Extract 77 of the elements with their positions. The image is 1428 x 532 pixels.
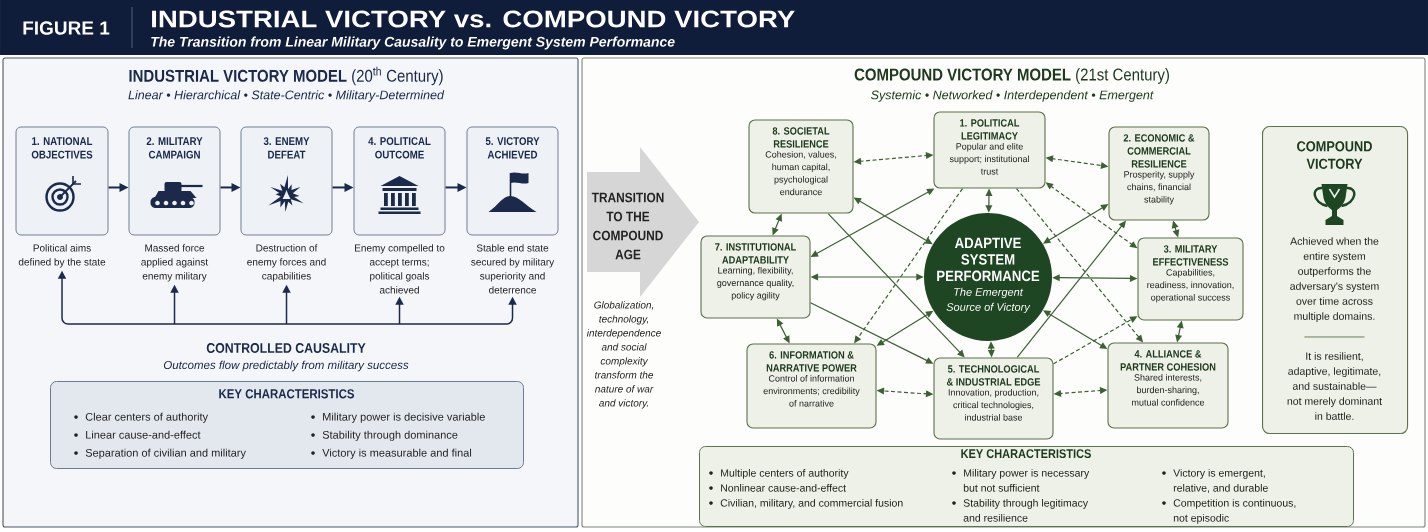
arrow bbox=[57, 270, 67, 319]
list-item: Competition is continuous, not episodic bbox=[1173, 499, 1296, 524]
arrow bbox=[827, 212, 965, 358]
list-item: Clear centers of authority bbox=[85, 412, 209, 423]
section-heading: CONTROLLED CAUSALITY bbox=[206, 343, 366, 353]
factor-box: 5. TECHNOLOGICAL & INDUSTRIAL EDGE Innovation, production, critical technologies, industrial base bbox=[933, 357, 1054, 440]
list-item: Multiple centers of authority bbox=[721, 469, 849, 479]
double-arrow bbox=[772, 213, 782, 236]
arrow bbox=[395, 296, 404, 325]
step-description: Destruction of enemy forces and capabilities bbox=[247, 244, 326, 282]
list-item: Civilian, military, and commercial fusion bbox=[720, 499, 903, 509]
double-arrow bbox=[1045, 155, 1109, 169]
step-description: Massed force applied against enemy military bbox=[141, 244, 209, 282]
step-box: 5. VICTORY ACHIEVED bbox=[466, 126, 559, 236]
double-arrow bbox=[1043, 310, 1108, 349]
step-description: Political aims defined by the state bbox=[18, 244, 106, 268]
arrow bbox=[1016, 220, 1127, 359]
list-item: Linear cause-and-effect bbox=[86, 430, 201, 439]
card-text: Achieved when the entire system outperforms the adversary's system over time across multiple domains. bbox=[1290, 237, 1379, 322]
card-text: It is resilient, adaptive, legitimate, and sustainable— not merely dominant in battle. bbox=[1287, 352, 1382, 420]
step-box: 4. POLITICAL OUTCOME bbox=[353, 126, 446, 236]
double-arrow bbox=[1052, 274, 1138, 282]
step-description: Stable end state secured by military superiority and deterrence bbox=[471, 244, 555, 294]
step-box: 2. MILITARY CAMPAIGN bbox=[128, 126, 221, 236]
arrow bbox=[219, 182, 241, 192]
factor-box: 8. SOCIETAL RESILIENCE Cohesion, values, human capital, psychological endurance bbox=[748, 119, 854, 214]
factor-box: 7. INSTITUTIONAL ADAPTABILITY Learning, flexibility, governance quality, policy agility bbox=[700, 235, 811, 319]
step-box: 3. ENEMY DEFEAT bbox=[240, 126, 333, 236]
double-arrow bbox=[1042, 204, 1109, 244]
arrow bbox=[1052, 316, 1138, 365]
double-arrow bbox=[776, 318, 790, 344]
double-arrow bbox=[1175, 320, 1184, 343]
step-description: Enemy compelled to accept terms; political goals achieved bbox=[355, 244, 445, 294]
list-item: Stability through legitimacy and resilience bbox=[963, 499, 1089, 522]
factor-box: 6. INFORMATION & NARRATIVE POWER Control of information environments; credibility of narrative bbox=[746, 343, 877, 429]
factor-box: 3. MILITARY EFFECTIVENESS Capabilities, readiness, innovation, operational success bbox=[1137, 237, 1244, 321]
arrow bbox=[170, 284, 179, 325]
arrow bbox=[854, 187, 964, 344]
double-arrow bbox=[1053, 387, 1108, 397]
section-tagline: Linear • Hierarchical • State-Centric • Military-Determined bbox=[128, 90, 445, 102]
double-arrow bbox=[810, 273, 924, 281]
factor-box: 1. POLITICAL LEGITIMACY Popular and elite support; institutional trust bbox=[933, 111, 1046, 189]
subtitle: The Transition from Linear Military Causality to Emergent System Performance bbox=[151, 36, 675, 50]
factor-box: 2. ECONOMIC & COMMERCIAL RESILIENCE Prosperity, supply chains, financial stability bbox=[1108, 126, 1210, 221]
double-arrow bbox=[987, 341, 995, 358]
arrow bbox=[1015, 187, 1144, 343]
arrow bbox=[444, 182, 467, 192]
transition-note: Globalization, technology, interdependence and social complexity transform the nature of war and victory. bbox=[586, 301, 661, 409]
factor-box: 4. ALLIANCE & PARTNER COHESION Shared interests, burden-sharing, mutual confidence bbox=[1107, 342, 1229, 429]
double-arrow bbox=[876, 387, 934, 398]
list-item: Military power is decisive variable bbox=[323, 412, 485, 423]
card-title: COMPOUND VICTORY bbox=[1297, 141, 1372, 169]
arrow bbox=[508, 296, 517, 319]
figure-label: FIGURE 1 bbox=[23, 21, 110, 35]
double-arrow bbox=[1171, 220, 1180, 238]
list-item: Victory is measurable and final bbox=[322, 448, 472, 459]
step-box: 1. NATIONAL OBJECTIVES bbox=[15, 126, 109, 236]
section-tagline: Systemic • Networked • Interdependent • Emergent bbox=[871, 90, 1154, 102]
arrow bbox=[282, 284, 291, 325]
transition-banner: TRANSITION TO THE COMPOUND AGE bbox=[587, 147, 699, 297]
section-heading: COMPOUND VICTORY MODEL (21st Century) bbox=[854, 68, 1169, 84]
title: INDUSTRIAL VICTORY vs. COMPOUND VICTORY bbox=[152, 10, 795, 28]
double-arrow bbox=[810, 188, 935, 257]
list-item: Separation of civilian and military bbox=[85, 448, 246, 459]
list-item: Victory is emergent, relative, and durable bbox=[1173, 469, 1268, 493]
double-arrow bbox=[1045, 182, 1138, 249]
list-item: Stability through dominance bbox=[322, 430, 458, 441]
arrow bbox=[809, 302, 934, 364]
double-arrow bbox=[853, 197, 933, 245]
list-item: Nonlinear cause-and-effect bbox=[721, 484, 846, 492]
double-arrow bbox=[853, 152, 934, 165]
double-arrow bbox=[985, 188, 993, 213]
arrow bbox=[107, 183, 129, 192]
arrow bbox=[331, 182, 354, 192]
double-arrow bbox=[876, 310, 934, 346]
section-heading: INDUSTRIAL VICTORY MODEL (20$^{th}$ Century) bbox=[129, 66, 443, 86]
list-item: Military power is necessary but not sufficient bbox=[963, 469, 1090, 492]
